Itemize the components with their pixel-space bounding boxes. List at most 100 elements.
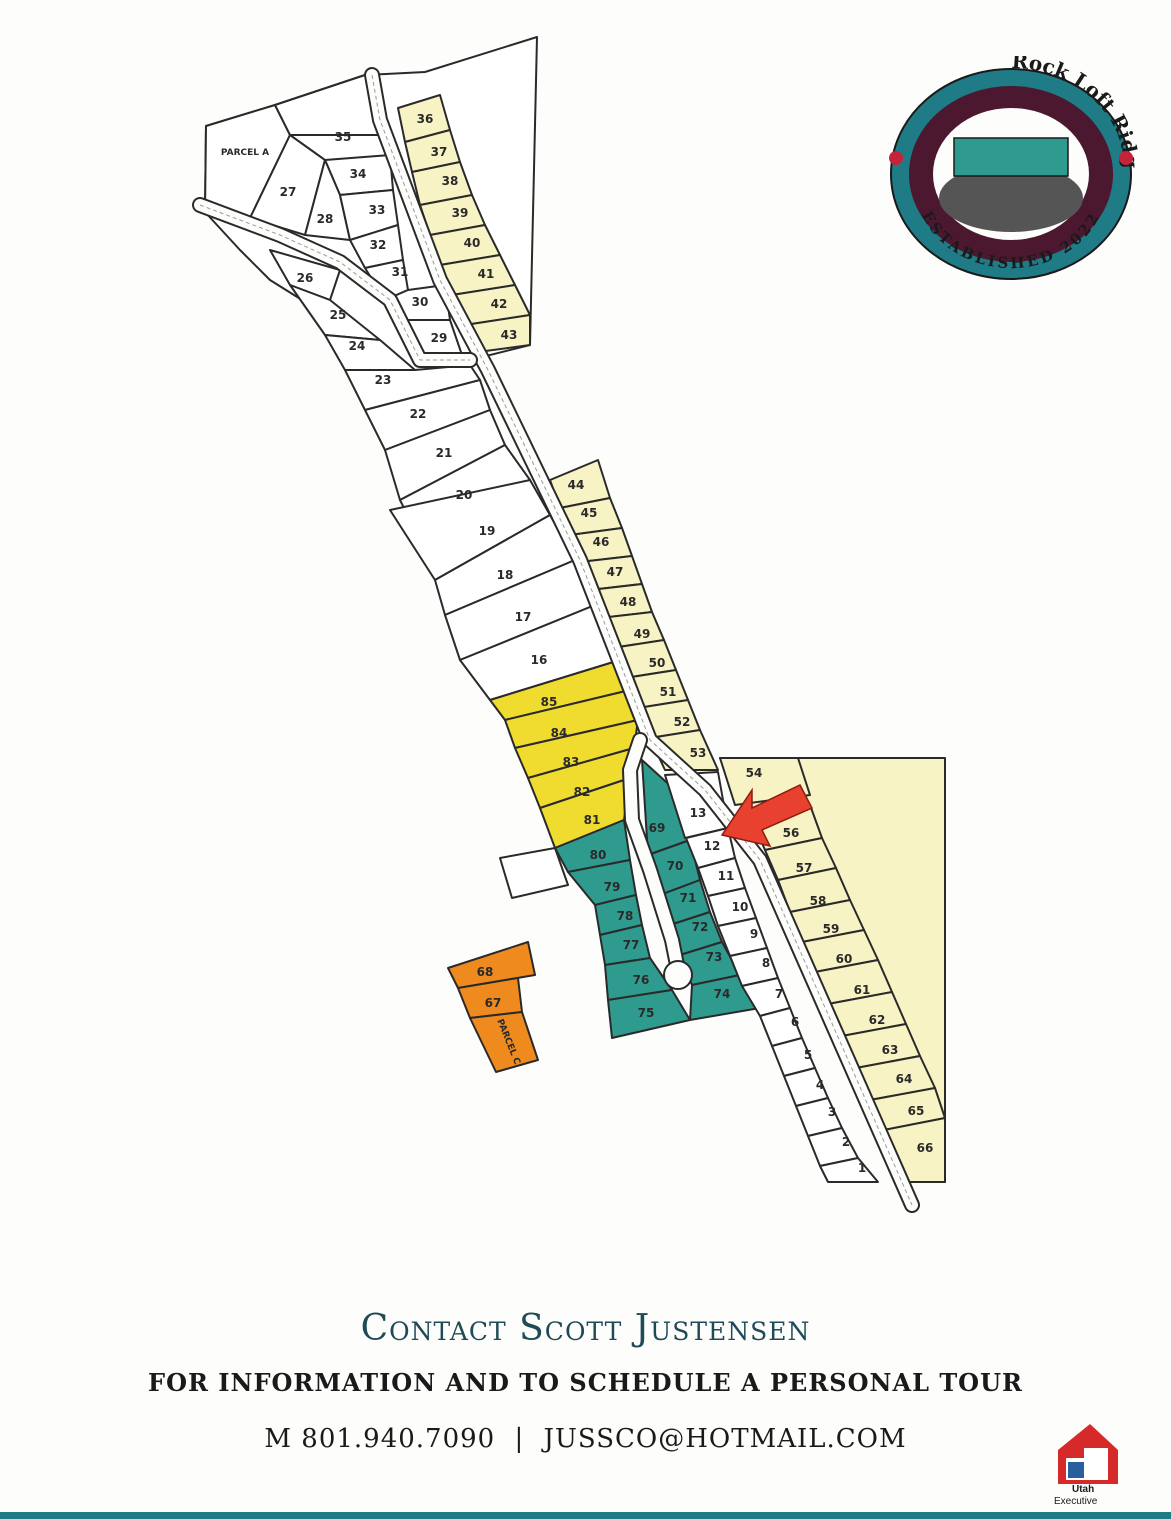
lot-label-65: 65 bbox=[908, 1104, 925, 1118]
lot-label-40: 40 bbox=[464, 236, 481, 250]
lot-label-26: 26 bbox=[297, 271, 314, 285]
lot-label-45: 45 bbox=[581, 506, 598, 520]
lot-label-63: 63 bbox=[882, 1043, 899, 1057]
lot-label-3: 3 bbox=[828, 1105, 836, 1119]
lot-label-29: 29 bbox=[431, 331, 448, 345]
lot-label-43: 43 bbox=[501, 328, 518, 342]
cherry-icon bbox=[1119, 151, 1133, 165]
lot-label-17: 17 bbox=[515, 610, 532, 624]
lot-label-77: 77 bbox=[623, 938, 640, 952]
lot-label-79: 79 bbox=[604, 880, 621, 894]
lot-label-52: 52 bbox=[674, 715, 691, 729]
lot-label-16: 16 bbox=[531, 653, 548, 667]
lot-label-28: 28 bbox=[317, 212, 334, 226]
lot-label-46: 46 bbox=[593, 535, 610, 549]
lot-label-6: 6 bbox=[791, 1015, 799, 1029]
lot-label-23: 23 bbox=[375, 373, 392, 387]
lot-label-53: 53 bbox=[690, 746, 707, 760]
lot-label-2: 2 bbox=[842, 1135, 850, 1149]
lot-label-41: 41 bbox=[478, 267, 495, 281]
logo-line1: Utah bbox=[1072, 1484, 1094, 1495]
contact-subtitle: FOR INFORMATION AND TO SCHEDULE A PERSON… bbox=[148, 1368, 1023, 1397]
lot-label-70: 70 bbox=[667, 859, 684, 873]
lot-label-21: 21 bbox=[436, 446, 453, 460]
lot-label-34: 34 bbox=[350, 167, 367, 181]
cherry-icon bbox=[889, 151, 903, 165]
contact-title: Contact Scott Justensen bbox=[360, 1308, 811, 1349]
parcel-c[interactable] bbox=[469, 1011, 539, 1073]
lot-label-82: 82 bbox=[574, 785, 591, 799]
lot-label-13: 13 bbox=[690, 806, 707, 820]
contact-email[interactable]: JUSSCO@HOTMAIL.COM bbox=[543, 1424, 907, 1454]
lot-label-67: 67 bbox=[485, 996, 502, 1010]
location-arrow bbox=[720, 784, 814, 848]
lot-label-59: 59 bbox=[823, 922, 840, 936]
lot-label-60: 60 bbox=[836, 952, 853, 966]
lot-label-81: 81 bbox=[584, 813, 601, 827]
lot-label-47: 47 bbox=[607, 565, 624, 579]
utah-executive-logo: Utah Executive bbox=[1054, 1424, 1118, 1507]
lot-label-18: 18 bbox=[497, 568, 514, 582]
lot-23[interactable] bbox=[344, 364, 481, 411]
lot-label-25: 25 bbox=[330, 308, 347, 322]
lot-label-42: 42 bbox=[491, 297, 508, 311]
lot-label-33: 33 bbox=[369, 203, 386, 217]
lot-label-1: 1 bbox=[858, 1161, 866, 1175]
lot-label-68: 68 bbox=[477, 965, 494, 979]
lot-label-74: 74 bbox=[714, 987, 731, 1001]
contact-line: M 801.940.7090 | JUSSCO@HOTMAIL.COM bbox=[0, 1424, 1171, 1454]
lot-label-85: 85 bbox=[541, 695, 558, 709]
lot-label-12: 12 bbox=[704, 839, 721, 853]
lot-labels: 1234567891011121316171819202122232425262… bbox=[280, 112, 934, 1175]
lot-label-36: 36 bbox=[417, 112, 434, 126]
lot-1[interactable] bbox=[819, 1157, 879, 1183]
lot-label-61: 61 bbox=[854, 983, 871, 997]
lot-label-24: 24 bbox=[349, 339, 366, 353]
lot-label-71: 71 bbox=[680, 891, 697, 905]
lot-label-20: 20 bbox=[456, 488, 473, 502]
lot-label-9: 9 bbox=[750, 927, 758, 941]
lot-label-69: 69 bbox=[649, 821, 666, 835]
lot-label-11: 11 bbox=[718, 869, 735, 883]
lot-label-49: 49 bbox=[634, 627, 651, 641]
lot-label-84: 84 bbox=[551, 726, 568, 740]
lot-label-58: 58 bbox=[810, 894, 827, 908]
lot-label-54: 54 bbox=[746, 766, 763, 780]
lot-label-31: 31 bbox=[392, 265, 409, 279]
cul-de-sac-bulb bbox=[663, 960, 693, 990]
small-parcel-west[interactable] bbox=[499, 847, 569, 899]
logo-line2: Executive bbox=[1054, 1496, 1098, 1507]
lot-label-76: 76 bbox=[633, 973, 650, 987]
lot-68[interactable] bbox=[447, 941, 536, 989]
lot-label-39: 39 bbox=[452, 206, 469, 220]
rock-loft-ridge-estates-seal: Rock Loft Ridge Estates ESTABLISHED 2022 bbox=[876, 56, 1143, 280]
lot-label-75: 75 bbox=[638, 1006, 655, 1020]
lot-label-51: 51 bbox=[660, 685, 677, 699]
contact-separator: | bbox=[514, 1424, 525, 1454]
lot-label-32: 32 bbox=[370, 238, 387, 252]
lot-label-78: 78 bbox=[617, 909, 634, 923]
lot-label-56: 56 bbox=[783, 826, 800, 840]
bottom-rule bbox=[0, 1512, 1171, 1519]
parcel-a-label: PARCEL A bbox=[221, 148, 269, 158]
lot-label-73: 73 bbox=[706, 950, 723, 964]
lot-label-80: 80 bbox=[590, 848, 607, 862]
lot-label-64: 64 bbox=[896, 1072, 913, 1086]
lot-label-62: 62 bbox=[869, 1013, 886, 1027]
lot-label-37: 37 bbox=[431, 145, 448, 159]
lot-label-48: 48 bbox=[620, 595, 637, 609]
lot-label-7: 7 bbox=[775, 987, 783, 1001]
lot-label-8: 8 bbox=[762, 956, 770, 970]
contact-phone[interactable]: M 801.940.7090 bbox=[264, 1424, 496, 1454]
lot-label-27: 27 bbox=[280, 185, 297, 199]
lot-label-5: 5 bbox=[804, 1048, 812, 1062]
lot-label-44: 44 bbox=[568, 478, 585, 492]
lot-label-38: 38 bbox=[442, 174, 459, 188]
lot-label-22: 22 bbox=[410, 407, 427, 421]
lot-label-10: 10 bbox=[732, 900, 749, 914]
lot-label-30: 30 bbox=[412, 295, 429, 309]
lot-label-66: 66 bbox=[917, 1141, 934, 1155]
lot-label-50: 50 bbox=[649, 656, 666, 670]
lot-label-35: 35 bbox=[335, 130, 352, 144]
lot-label-57: 57 bbox=[796, 861, 813, 875]
